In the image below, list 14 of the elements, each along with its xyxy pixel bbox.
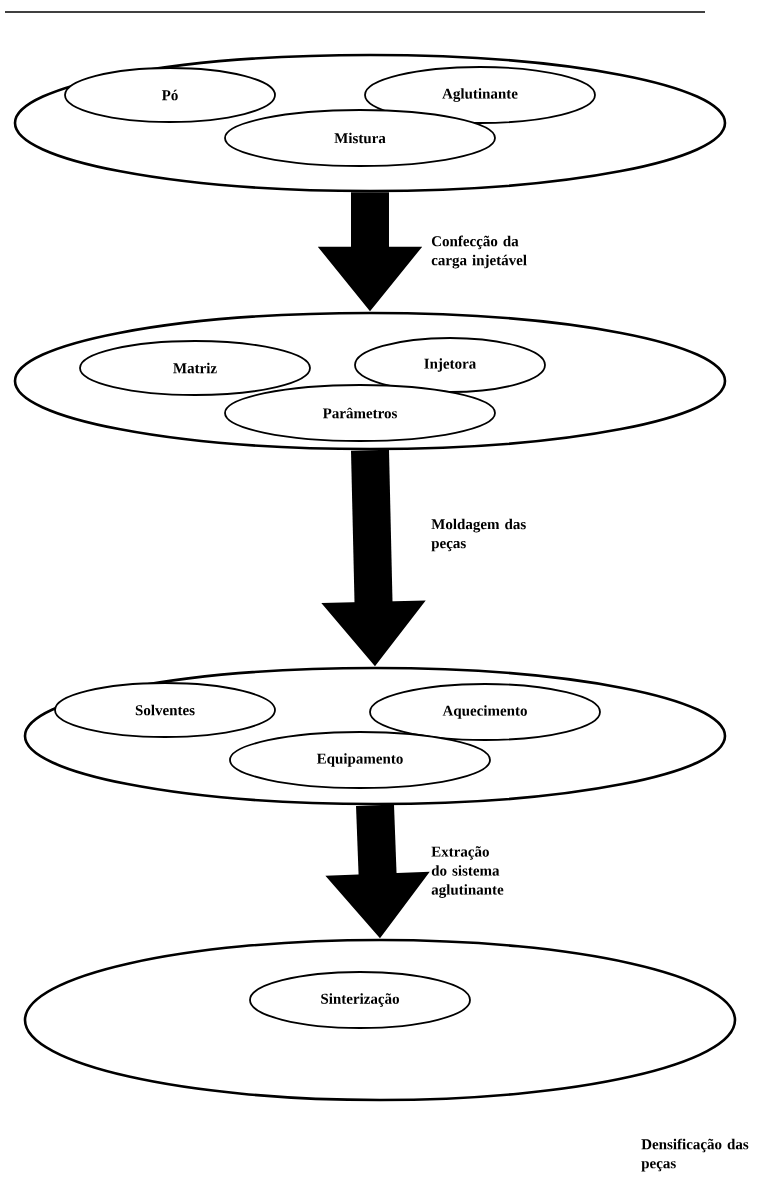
edge-label: Confecção da carga injetável (431, 235, 527, 269)
ellipse-node: Aquecimento (369, 683, 601, 741)
ellipse-node: Pó (64, 67, 276, 123)
ellipse-node: Solventes (54, 682, 276, 738)
ellipse-node: Injetora (354, 337, 546, 393)
ellipse-node: Equipamento (229, 731, 491, 789)
ellipse-node: Matriz (79, 340, 311, 396)
ellipse-node: Sinterização (249, 971, 471, 1029)
ellipse-node: Mistura (224, 109, 496, 167)
edge-label: Moldagem das peças (431, 518, 526, 552)
caption-text: Densificação das peças (641, 1138, 749, 1172)
edge-label: Extração do sistema aglutinante (431, 846, 504, 898)
ellipse-node: Parâmetros (224, 384, 496, 442)
ellipse-node: Aglutinante (364, 66, 596, 124)
